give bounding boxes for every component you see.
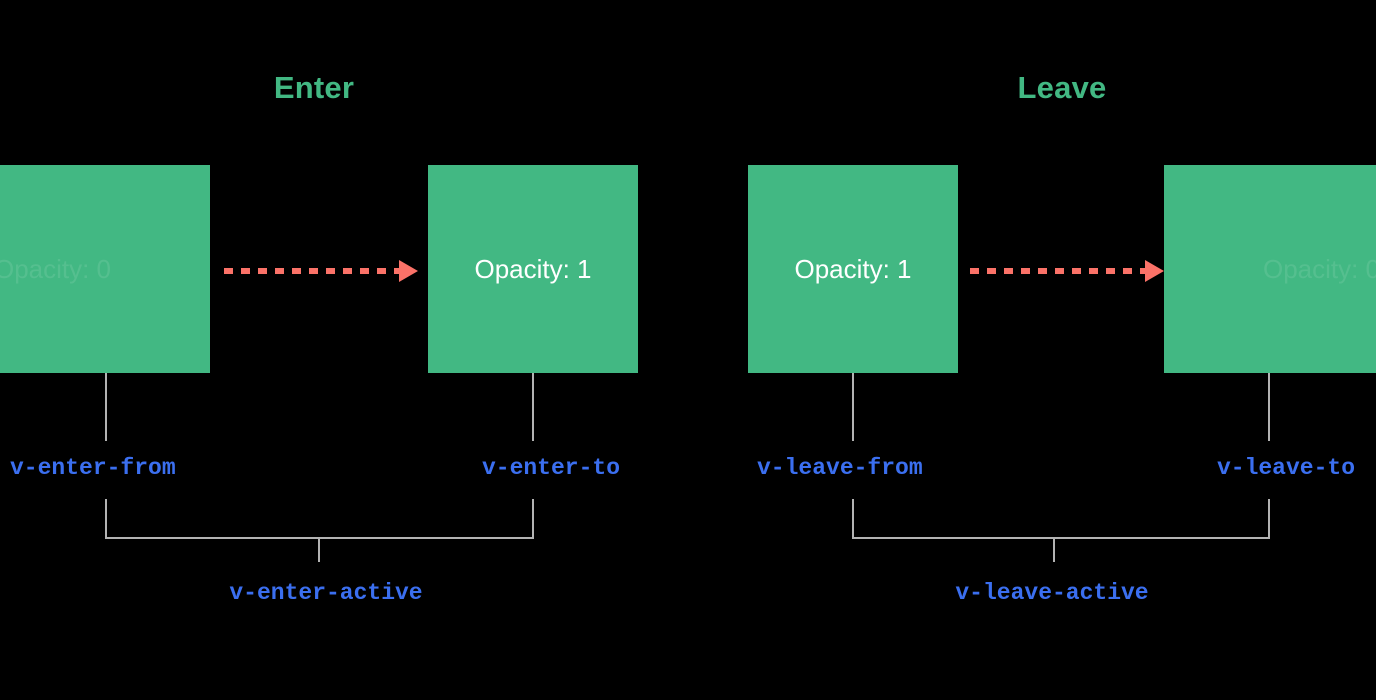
bracket-stem-leave [1053,537,1055,562]
state-box-label: Opacity: 1 [794,254,912,284]
connector-line-leave-to [1268,373,1270,441]
connector-line-leave-from [852,373,854,441]
class-label-leave-active: v-leave-active [955,580,1149,606]
bracket-left-enter [105,499,107,539]
state-box-label: Opacity: 0 [0,254,112,284]
connector-line-enter-to [532,373,534,441]
arrow-head [1145,260,1164,282]
bracket-right-leave [1268,499,1270,539]
dashed-arrow-right-icon [970,260,1164,282]
state-box-enter-to: Opacity: 1 [428,165,638,373]
class-label-enter-to: v-enter-to [481,455,620,481]
state-box-enter-from: Opacity: 0 [0,165,210,373]
class-label-leave-from: v-leave-from [757,455,923,481]
bracket-stem-enter [318,537,320,562]
state-box-leave-to: Opacity: 0 [1164,165,1376,373]
section-heading-enter: Enter [273,70,355,105]
bracket-right-enter [532,499,534,539]
connector-line-enter-from [105,373,107,441]
section-heading-leave: Leave [1017,70,1107,105]
arrow-shaft [970,268,1147,274]
arrow-shaft [224,268,401,274]
bracket-left-leave [852,499,854,539]
arrow-head [399,260,418,282]
class-label-leave-to: v-leave-to [1216,455,1355,481]
bracket-span-leave [852,537,1270,539]
state-box-leave-from: Opacity: 1 [748,165,958,373]
class-label-enter-from: v-enter-from [10,455,176,481]
class-label-enter-active: v-enter-active [229,580,423,606]
state-box-label: Opacity: 1 [474,254,592,284]
state-box-label: Opacity: 0 [1262,254,1376,284]
dashed-arrow-right-icon [224,260,418,282]
